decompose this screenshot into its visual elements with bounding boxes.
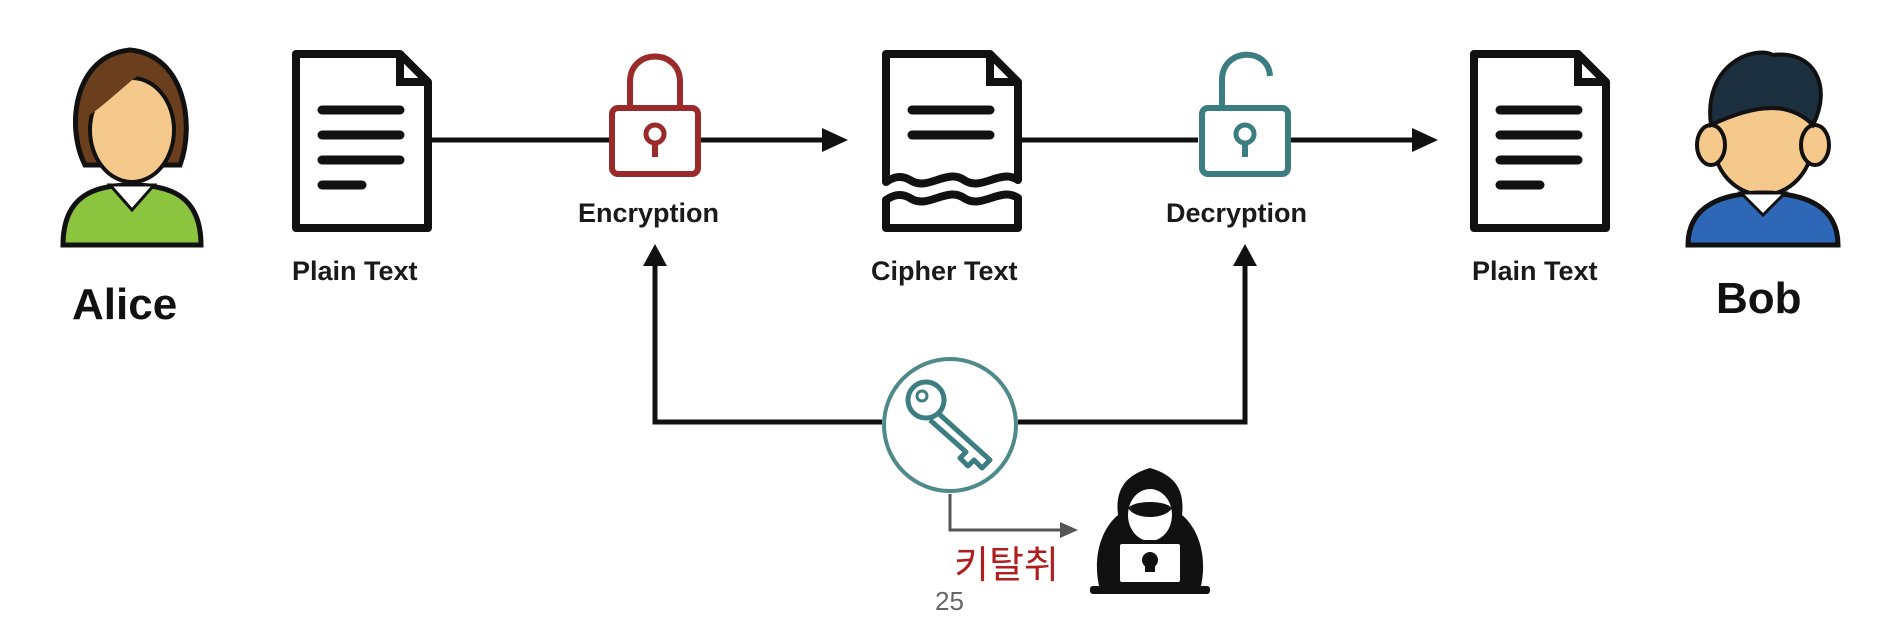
alice-label: Alice xyxy=(72,280,178,329)
torn-document-icon xyxy=(882,50,1022,232)
arrowhead xyxy=(822,128,848,152)
key-theft-line xyxy=(948,494,1062,532)
lock-open-icon xyxy=(1199,51,1291,177)
bob-label: Bob xyxy=(1716,274,1802,323)
key-to-decryption-line xyxy=(1018,262,1248,425)
arrowhead xyxy=(643,244,667,266)
key-to-encryption-line xyxy=(652,262,882,425)
arrowhead xyxy=(1412,128,1438,152)
decryption-label: Decryption xyxy=(1166,198,1308,228)
lock-closed-icon xyxy=(609,53,701,177)
flow-connectors xyxy=(428,128,1438,538)
female-user-icon xyxy=(60,47,204,248)
cipher-text-label: Cipher Text xyxy=(871,256,1018,286)
hacker-icon xyxy=(1090,468,1210,594)
page-number: 25 xyxy=(935,586,964,616)
key-theft-label: 키탈취 xyxy=(954,543,1059,587)
encryption-label: Encryption xyxy=(578,198,720,228)
document-icon xyxy=(1470,50,1610,232)
arrowhead xyxy=(1233,244,1257,266)
plain-text-left-label: Plain Text xyxy=(292,256,418,286)
arrowhead xyxy=(1060,522,1078,538)
plain-text-right-label: Plain Text xyxy=(1472,256,1598,286)
key-icon xyxy=(882,357,1018,493)
document-icon xyxy=(292,50,432,232)
male-user-icon xyxy=(1685,50,1841,248)
